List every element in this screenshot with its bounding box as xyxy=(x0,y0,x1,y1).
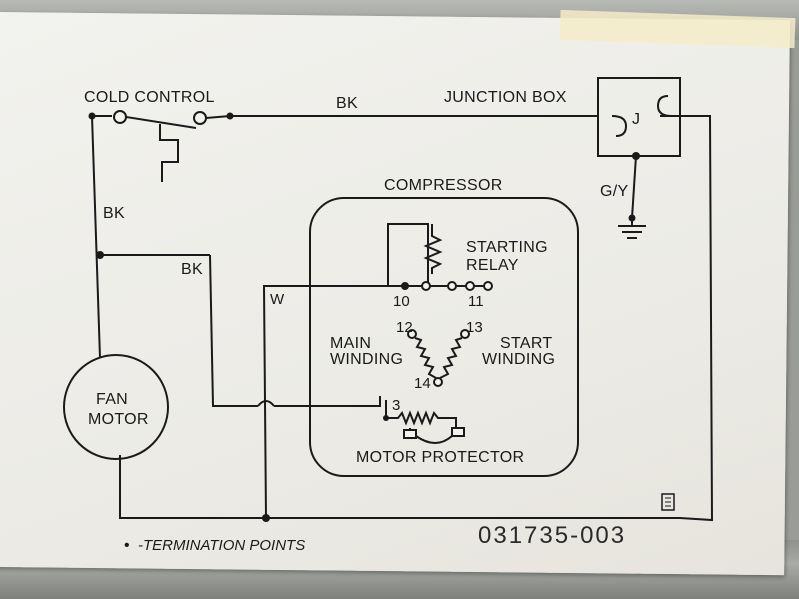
fan-motor xyxy=(63,354,169,460)
terminal-14-node xyxy=(433,377,443,387)
cold-control-label: COLD CONTROL xyxy=(84,89,215,106)
terminal-13-label: 13 xyxy=(466,319,483,336)
wire-bk-left xyxy=(91,115,101,359)
ground-tab-icon xyxy=(661,493,675,511)
terminal-10-label: 10 xyxy=(393,293,410,310)
motor-protector xyxy=(383,400,465,444)
bk-inner-label: BK xyxy=(181,261,203,278)
legend-text: -TERMINATION POINTS xyxy=(138,537,305,554)
wire-bottom xyxy=(119,455,680,519)
wire-right-return xyxy=(660,115,714,522)
wire-crossover xyxy=(257,400,275,407)
bk-top-label: BK xyxy=(336,95,358,112)
wire-bk-down xyxy=(209,254,258,407)
main-winding xyxy=(407,329,437,379)
junction-node xyxy=(262,514,270,522)
bk-left-label: BK xyxy=(103,205,125,222)
part-number: 031735-003 xyxy=(478,522,626,549)
wire-w xyxy=(262,285,405,519)
starting-relay xyxy=(387,223,493,291)
legend-bullet: • xyxy=(124,537,130,554)
junction-box xyxy=(597,77,681,222)
main-winding-label-1: MAIN xyxy=(330,335,371,352)
compressor-outline xyxy=(309,197,579,477)
fan-motor-label-1: FAN xyxy=(96,391,128,408)
junction-node xyxy=(96,251,104,259)
ground-label: G/Y xyxy=(600,183,628,200)
junction-j-label: J xyxy=(632,111,640,128)
starting-relay-label-2: RELAY xyxy=(466,257,519,274)
terminal-12-label: 12 xyxy=(396,319,413,336)
junction-box-label: JUNCTION BOX xyxy=(444,89,567,106)
start-winding-label-1: START xyxy=(500,335,552,352)
terminal-11-label: 11 xyxy=(468,293,484,310)
ground-icon xyxy=(618,218,646,239)
start-winding-label-2: WINDING xyxy=(482,351,555,368)
w-label: W xyxy=(270,291,285,308)
cold-control-switch xyxy=(88,110,234,182)
starting-relay-label-1: STARTING xyxy=(466,239,548,256)
start-winding xyxy=(439,329,470,379)
terminal-3-label: 3 xyxy=(392,397,400,414)
compressor-label: COMPRESSOR xyxy=(384,177,503,194)
main-winding-label-2: WINDING xyxy=(330,351,403,368)
motor-protector-label: MOTOR PROTECTOR xyxy=(356,449,524,466)
wire-to-terminal-3 xyxy=(274,396,381,407)
fan-motor-label-2: MOTOR xyxy=(88,411,149,428)
terminal-14-label: 14 xyxy=(414,375,431,392)
